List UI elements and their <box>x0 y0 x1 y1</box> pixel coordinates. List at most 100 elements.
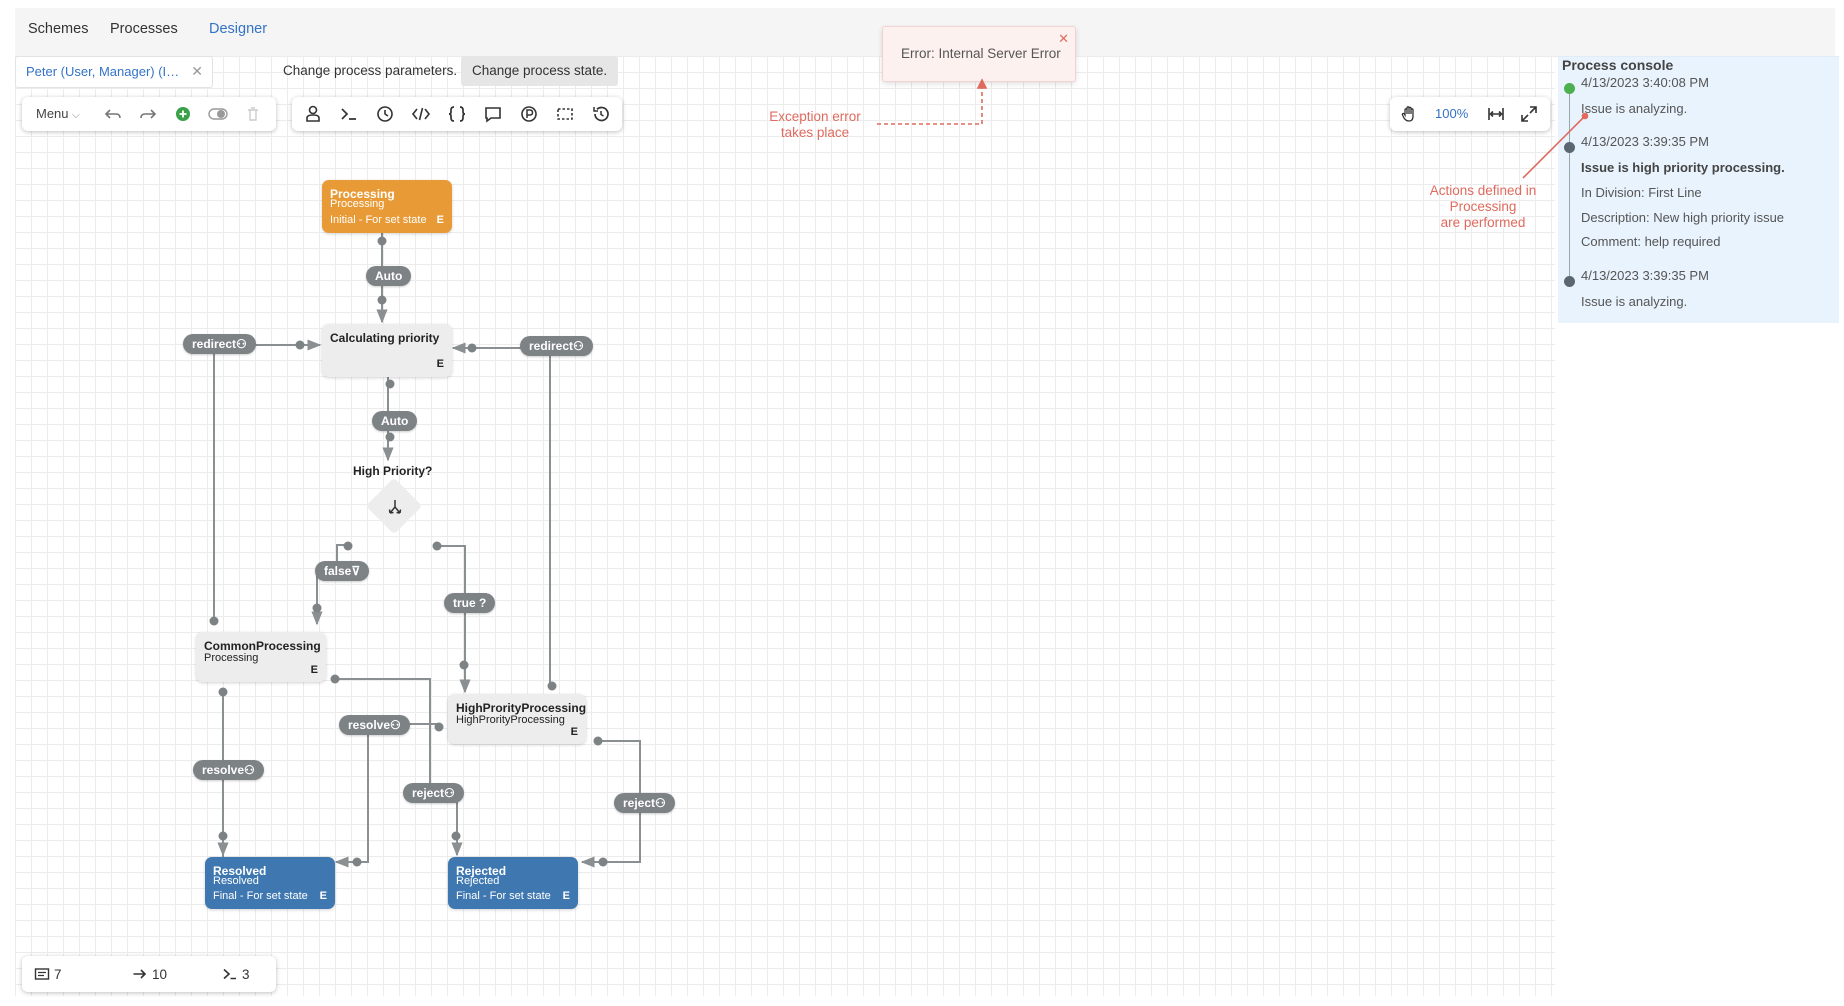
parameter-icon[interactable] <box>518 103 540 125</box>
process-console: Process console 4/13/2023 3:40:08 PM Iss… <box>1558 56 1839 323</box>
user-icon: ⚇ <box>573 339 584 353</box>
node-subtitle: Processing <box>330 198 385 210</box>
console-time: 4/13/2023 3:39:35 PM <box>1581 134 1709 149</box>
hand-icon[interactable] <box>1398 103 1420 125</box>
console-title: Process console <box>1562 57 1674 73</box>
decision-label: High Priority? <box>353 464 433 478</box>
comment-icon[interactable] <box>482 103 504 125</box>
transitions-count[interactable]: 10 <box>132 966 167 982</box>
change-state-button[interactable]: Change process state. <box>461 56 619 86</box>
toggle-icon[interactable] <box>207 103 229 125</box>
transition-redirect[interactable]: redirect⚇ <box>520 336 593 356</box>
filter-icon: ⊽ <box>351 564 361 578</box>
node-processing[interactable]: Processing Processing Initial - For set … <box>322 180 452 233</box>
node-e: E <box>319 890 327 902</box>
node-title: Rejected <box>456 864 507 878</box>
close-icon[interactable]: ✕ <box>191 63 203 79</box>
transition-false[interactable]: false⊽ <box>315 561 370 581</box>
selection-icon[interactable] <box>554 103 576 125</box>
transition-resolve[interactable]: resolve⚇ <box>193 760 264 780</box>
actions-annotation: Actions defined in Processing are perfor… <box>1418 183 1548 231</box>
timer-icon[interactable] <box>374 103 396 125</box>
comments-value: 7 <box>54 967 62 982</box>
process-tab[interactable]: Peter (User, Manager) (IT Department) ✕ <box>15 56 213 88</box>
node-title: Processing <box>330 187 395 201</box>
annotation-line: Exception error <box>769 109 861 124</box>
designer-canvas[interactable] <box>15 56 1555 996</box>
error-message: Error: Internal Server Error <box>901 46 1061 61</box>
transition-label: false <box>324 564 352 578</box>
element-toolbar <box>292 97 622 131</box>
node-e: E <box>310 664 318 676</box>
nav-designer[interactable]: Designer <box>209 21 268 37</box>
edit-toolbar: Menu ⌵ <box>22 97 276 131</box>
node-resolved[interactable]: Resolved Resolved Final - For set state … <box>205 857 335 909</box>
comment-icon <box>34 968 50 980</box>
transition-auto[interactable]: Auto <box>372 411 418 431</box>
history-icon[interactable] <box>590 103 612 125</box>
comments-count[interactable]: 7 <box>34 966 62 982</box>
chevron-down-icon: ⌵ <box>72 110 80 121</box>
transition-true[interactable]: true ? <box>444 593 496 613</box>
node-calculating-priority[interactable]: Calculating priority E <box>322 324 452 377</box>
user-icon: ⚇ <box>444 786 455 800</box>
console-text: Description: New high priority issue <box>1581 210 1785 225</box>
node-subtitle: Rejected <box>456 875 500 887</box>
transition-label: resolve <box>348 718 391 732</box>
node-subtitle: Resolved <box>213 875 259 887</box>
annotation-line: takes place <box>780 125 850 140</box>
console-text: Comment: help required <box>1581 234 1721 249</box>
add-icon[interactable] <box>172 103 194 125</box>
transition-reject[interactable]: reject⚇ <box>614 793 675 813</box>
user-icon: ⚇ <box>236 337 247 351</box>
nav-processes[interactable]: Processes <box>110 21 178 37</box>
actions-value: 3 <box>242 967 250 982</box>
node-subtitle: Processing <box>204 652 259 664</box>
command-icon[interactable] <box>338 103 360 125</box>
code-icon[interactable] <box>410 103 432 125</box>
zoom-level[interactable]: 100% <box>1435 106 1469 121</box>
view-toolbar: 100% <box>1390 97 1550 131</box>
redo-icon[interactable] <box>137 103 159 125</box>
transition-redirect[interactable]: redirect⚇ <box>183 334 256 354</box>
console-text: In Division: First Line <box>1581 185 1702 200</box>
node-common-processing[interactable]: CommonProcessing Processing E <box>196 632 326 682</box>
exception-annotation: Exception error takes place <box>755 109 875 141</box>
node-e: E <box>570 726 578 738</box>
actor-icon[interactable] <box>302 103 324 125</box>
node-footer: Final - For set state <box>213 890 308 902</box>
change-params-button[interactable]: Change process parameters. <box>283 63 458 78</box>
menu-button[interactable]: Menu ⌵ <box>36 106 80 121</box>
transition-reject[interactable]: reject⚇ <box>403 783 464 803</box>
node-high-priority-processing[interactable]: HighProrityProcessing HighProrityProcess… <box>448 694 586 744</box>
undo-icon[interactable] <box>102 103 124 125</box>
user-icon: ⚇ <box>655 796 666 810</box>
actions-count[interactable]: 3 <box>222 966 250 982</box>
transition-resolve[interactable]: resolve⚇ <box>339 715 410 735</box>
trash-icon[interactable] <box>242 103 264 125</box>
node-title: HighProrityProcessing <box>456 701 587 715</box>
fit-width-icon[interactable] <box>1485 103 1507 125</box>
transition-auto[interactable]: Auto <box>366 266 412 286</box>
user-icon: ⚇ <box>244 763 255 777</box>
console-timeline <box>1569 89 1570 283</box>
transitions-value: 10 <box>152 967 168 982</box>
process-tab-label: Peter (User, Manager) (IT Department) <box>26 64 186 79</box>
menu-label: Menu <box>36 106 69 121</box>
transition-label: redirect <box>529 339 574 353</box>
arrow-right-icon <box>133 969 147 979</box>
command-icon <box>223 968 236 980</box>
console-text: Issue is analyzing. <box>1581 294 1688 309</box>
node-footer: Final - For set state <box>456 890 551 902</box>
node-rejected[interactable]: Rejected Rejected Final - For set state … <box>448 857 578 909</box>
close-icon[interactable]: ✕ <box>1058 31 1069 46</box>
fullscreen-icon[interactable] <box>1518 103 1540 125</box>
nav-schemes[interactable]: Schemes <box>28 21 89 37</box>
console-dot <box>1564 276 1575 287</box>
split-icon <box>388 500 402 514</box>
node-footer: Initial - For set state <box>330 214 427 226</box>
braces-icon[interactable] <box>446 103 468 125</box>
console-text: Issue is analyzing. <box>1581 101 1688 116</box>
transition-label: redirect <box>192 337 237 351</box>
console-dot <box>1564 83 1575 94</box>
